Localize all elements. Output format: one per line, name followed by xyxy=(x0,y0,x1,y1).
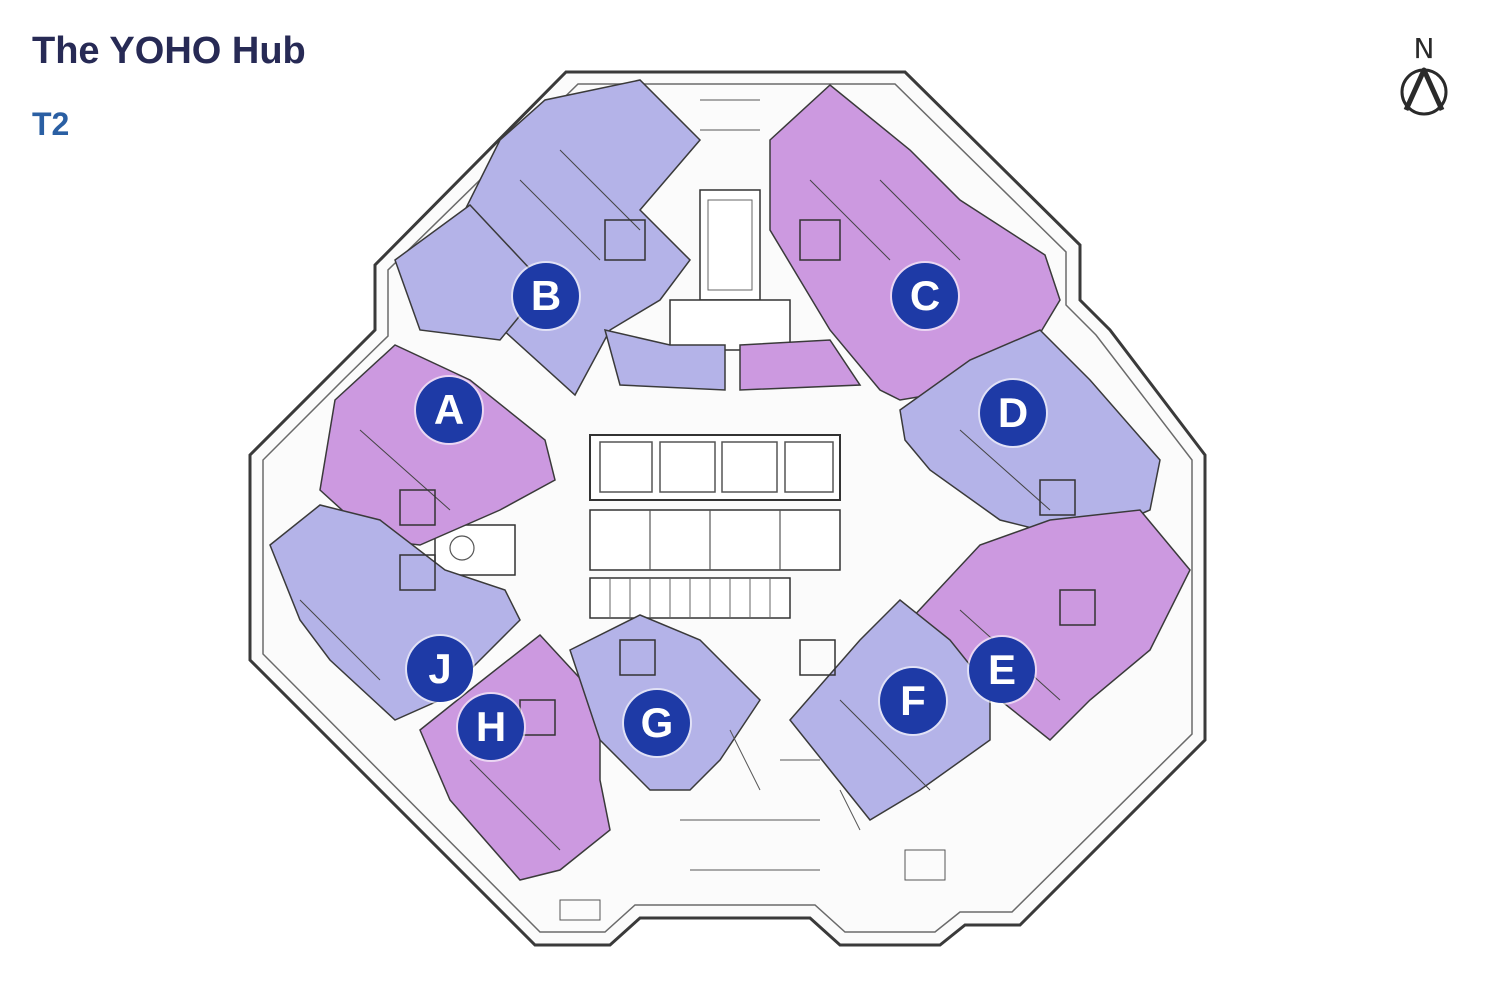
unit-marker-F: F xyxy=(880,668,946,734)
unit-marker-C: C xyxy=(892,263,958,329)
compass: N xyxy=(1390,32,1458,122)
unit-marker-H: H xyxy=(458,694,524,760)
tower-label: T2 xyxy=(32,106,70,142)
unit-marker-G: G xyxy=(624,690,690,756)
unit-B-area xyxy=(394,79,726,397)
central-core xyxy=(434,189,841,619)
unit-C-area xyxy=(739,84,1061,401)
compass-north-label: N xyxy=(1413,32,1435,65)
unit-marker-B: B xyxy=(513,263,579,329)
plan-detail-lines xyxy=(559,99,946,921)
page-title: The YOHO Hub xyxy=(32,30,306,72)
unit-marker-A: A xyxy=(416,377,482,443)
unit-marker-J: J xyxy=(407,636,473,702)
north-arrow-icon xyxy=(1400,67,1448,116)
unit-marker-D: D xyxy=(980,380,1046,446)
unit-marker-E: E xyxy=(969,637,1035,703)
unit-H-area xyxy=(419,633,611,881)
